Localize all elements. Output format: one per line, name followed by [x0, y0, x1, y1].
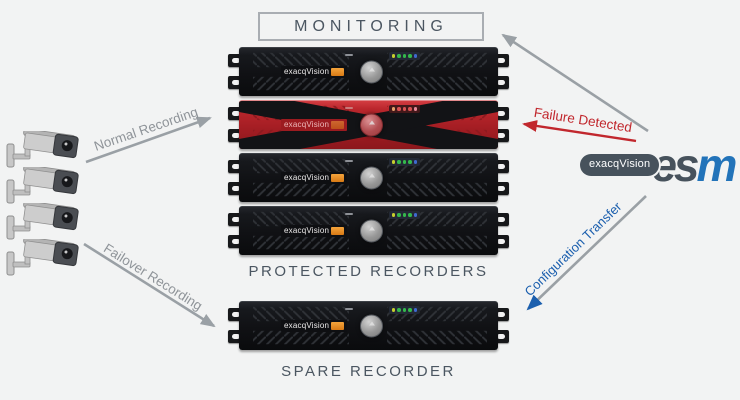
protected-recorders-label: PROTECTED RECORDERS	[248, 263, 489, 280]
status-led-strip	[389, 211, 420, 219]
recorder-brand: exacqVision	[281, 66, 348, 78]
security-camera-icon	[6, 167, 79, 204]
brand-badge-icon	[331, 68, 345, 76]
brand-text: exacqVision	[284, 67, 330, 76]
power-button-icon	[360, 166, 383, 190]
power-button-icon	[360, 60, 383, 84]
recorder-faceplate: exacqVision	[239, 301, 498, 350]
status-led-strip	[389, 105, 420, 113]
security-camera-icon	[6, 131, 79, 168]
recorder-brand: exacqVision	[281, 119, 348, 131]
failed-recorder-faceplate: exacqVision	[239, 100, 498, 149]
brand-text: exacqVision	[284, 321, 330, 330]
exacqvision-pill: exacqVision	[580, 154, 660, 176]
status-led-strip	[389, 52, 420, 60]
failover-recording-label: Failover Recording	[100, 240, 206, 314]
protected-recorder-2-failed: exacqVision	[228, 100, 509, 150]
vent-pattern	[253, 211, 487, 250]
recorder-brand: exacqVision	[281, 172, 348, 184]
ir-port	[345, 213, 353, 215]
ir-port	[345, 54, 353, 56]
brand-badge-icon	[331, 227, 345, 235]
recorder-faceplate: exacqVision	[239, 206, 498, 255]
security-camera-icon	[6, 203, 79, 240]
monitoring-box: MONITORING	[258, 12, 484, 41]
ir-port	[345, 160, 353, 162]
power-button-icon	[360, 219, 383, 243]
vent-pattern	[253, 52, 487, 91]
brand-badge-icon	[331, 174, 345, 182]
protected-recorder-3: exacqVision	[228, 153, 509, 203]
configuration-transfer-arrow	[526, 195, 647, 311]
recorder-brand: exacqVision	[281, 225, 348, 237]
configuration-transfer-label: Configuration Transfer	[521, 198, 625, 300]
esm-wordmark: esm	[651, 139, 737, 191]
recorder-faceplate: exacqVision	[239, 153, 498, 202]
failover-recording-arrow	[83, 242, 216, 328]
brand-badge-icon	[331, 121, 345, 129]
power-button-icon	[360, 113, 383, 137]
brand-text: exacqVision	[284, 120, 330, 129]
monitoring-label: MONITORING	[294, 17, 448, 35]
recorder-faceplate: exacqVision	[239, 47, 498, 96]
spare-recorder-label: SPARE RECORDER	[281, 363, 456, 380]
normal-recording-label: Normal Recording	[92, 104, 200, 154]
brand-text: exacqVision	[284, 226, 330, 235]
failure-detected-label: Failure Detected	[532, 104, 634, 136]
security-camera-icon	[6, 239, 79, 276]
recorder-brand: exacqVision	[281, 320, 348, 332]
exacqvision-esm-logo: exacqVision esm	[580, 139, 737, 191]
protected-recorder-4: exacqVision	[228, 206, 509, 256]
ir-port	[345, 308, 353, 310]
spare-recorder: exacqVision	[228, 301, 509, 351]
ir-port	[345, 107, 353, 109]
status-led-strip	[389, 158, 420, 166]
power-button-icon	[360, 314, 383, 338]
protected-recorder-1: exacqVision	[228, 47, 509, 97]
brand-badge-icon	[331, 322, 345, 330]
status-led-strip	[389, 306, 420, 314]
brand-text: exacqVision	[284, 173, 330, 182]
